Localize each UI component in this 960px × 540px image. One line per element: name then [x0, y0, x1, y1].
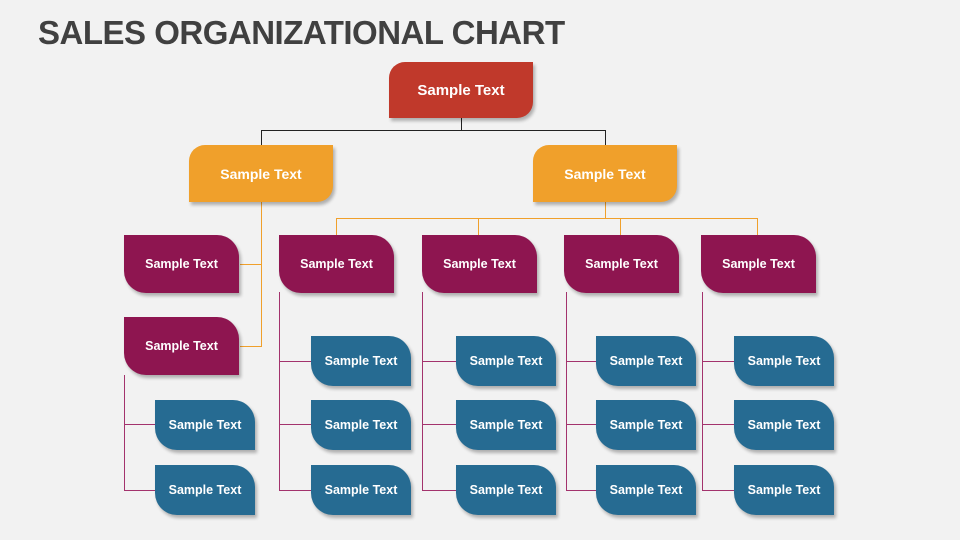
- manager-label: Sample Text: [564, 165, 646, 182]
- connector: [422, 490, 456, 491]
- rep-box[interactable]: Sample Text: [596, 465, 696, 515]
- lead-label: Sample Text: [585, 257, 658, 271]
- rep-label: Sample Text: [747, 418, 821, 432]
- connector: [566, 490, 596, 491]
- rep-box[interactable]: Sample Text: [456, 400, 556, 450]
- rep-label: Sample Text: [324, 418, 398, 432]
- connector: [279, 361, 311, 362]
- manager-box-right[interactable]: Sample Text: [533, 145, 677, 202]
- rep-box[interactable]: Sample Text: [155, 400, 255, 450]
- rep-box[interactable]: Sample Text: [311, 465, 411, 515]
- connector: [422, 424, 456, 425]
- connector: [261, 130, 606, 131]
- rep-box[interactable]: Sample Text: [734, 336, 834, 386]
- connector: [605, 130, 606, 145]
- lead-box[interactable]: Sample Text: [279, 235, 394, 293]
- lead-label: Sample Text: [145, 339, 218, 353]
- rep-box[interactable]: Sample Text: [596, 336, 696, 386]
- connector: [422, 361, 456, 362]
- rep-label: Sample Text: [324, 483, 398, 497]
- connector: [261, 130, 262, 145]
- connector: [279, 292, 280, 491]
- rep-label: Sample Text: [609, 418, 683, 432]
- rep-label: Sample Text: [469, 418, 543, 432]
- rep-label: Sample Text: [469, 483, 543, 497]
- connector: [124, 424, 155, 425]
- rep-box[interactable]: Sample Text: [456, 465, 556, 515]
- connector: [620, 218, 621, 235]
- connector: [702, 292, 703, 491]
- connector: [566, 292, 567, 491]
- rep-label: Sample Text: [747, 483, 821, 497]
- lead-box[interactable]: Sample Text: [564, 235, 679, 293]
- lead-label: Sample Text: [722, 257, 795, 271]
- lead-box[interactable]: Sample Text: [124, 235, 239, 293]
- ceo-box[interactable]: Sample Text: [389, 62, 533, 118]
- connector: [702, 490, 735, 491]
- connector: [605, 202, 606, 218]
- rep-label: Sample Text: [324, 354, 398, 368]
- rep-box[interactable]: Sample Text: [734, 465, 834, 515]
- rep-label: Sample Text: [168, 418, 242, 432]
- connector: [702, 361, 735, 362]
- connector: [566, 424, 596, 425]
- rep-label: Sample Text: [609, 354, 683, 368]
- rep-box[interactable]: Sample Text: [734, 400, 834, 450]
- connector: [422, 292, 423, 491]
- connector: [124, 375, 125, 491]
- connector: [478, 218, 479, 235]
- connector: [124, 490, 155, 491]
- lead-label: Sample Text: [443, 257, 516, 271]
- connector: [461, 118, 462, 130]
- rep-box[interactable]: Sample Text: [456, 336, 556, 386]
- rep-box[interactable]: Sample Text: [155, 465, 255, 515]
- rep-label: Sample Text: [168, 483, 242, 497]
- connector: [279, 490, 311, 491]
- rep-box[interactable]: Sample Text: [311, 400, 411, 450]
- lead-box[interactable]: Sample Text: [124, 317, 239, 375]
- ceo-label: Sample Text: [417, 81, 505, 99]
- connector: [261, 202, 262, 346]
- lead-box[interactable]: Sample Text: [422, 235, 537, 293]
- connector: [336, 218, 758, 219]
- connector: [757, 218, 758, 235]
- manager-label: Sample Text: [220, 165, 302, 182]
- rep-box[interactable]: Sample Text: [596, 400, 696, 450]
- rep-label: Sample Text: [609, 483, 683, 497]
- lead-label: Sample Text: [300, 257, 373, 271]
- page-title: SALES ORGANIZATIONAL CHART: [38, 14, 565, 51]
- connector: [240, 264, 262, 265]
- connector: [279, 424, 311, 425]
- connector: [240, 346, 262, 347]
- manager-box-left[interactable]: Sample Text: [189, 145, 333, 202]
- connector: [336, 218, 337, 235]
- rep-box[interactable]: Sample Text: [311, 336, 411, 386]
- rep-label: Sample Text: [469, 354, 543, 368]
- lead-box[interactable]: Sample Text: [701, 235, 816, 293]
- connector: [566, 361, 596, 362]
- connector: [702, 424, 735, 425]
- lead-label: Sample Text: [145, 257, 218, 271]
- rep-label: Sample Text: [747, 354, 821, 368]
